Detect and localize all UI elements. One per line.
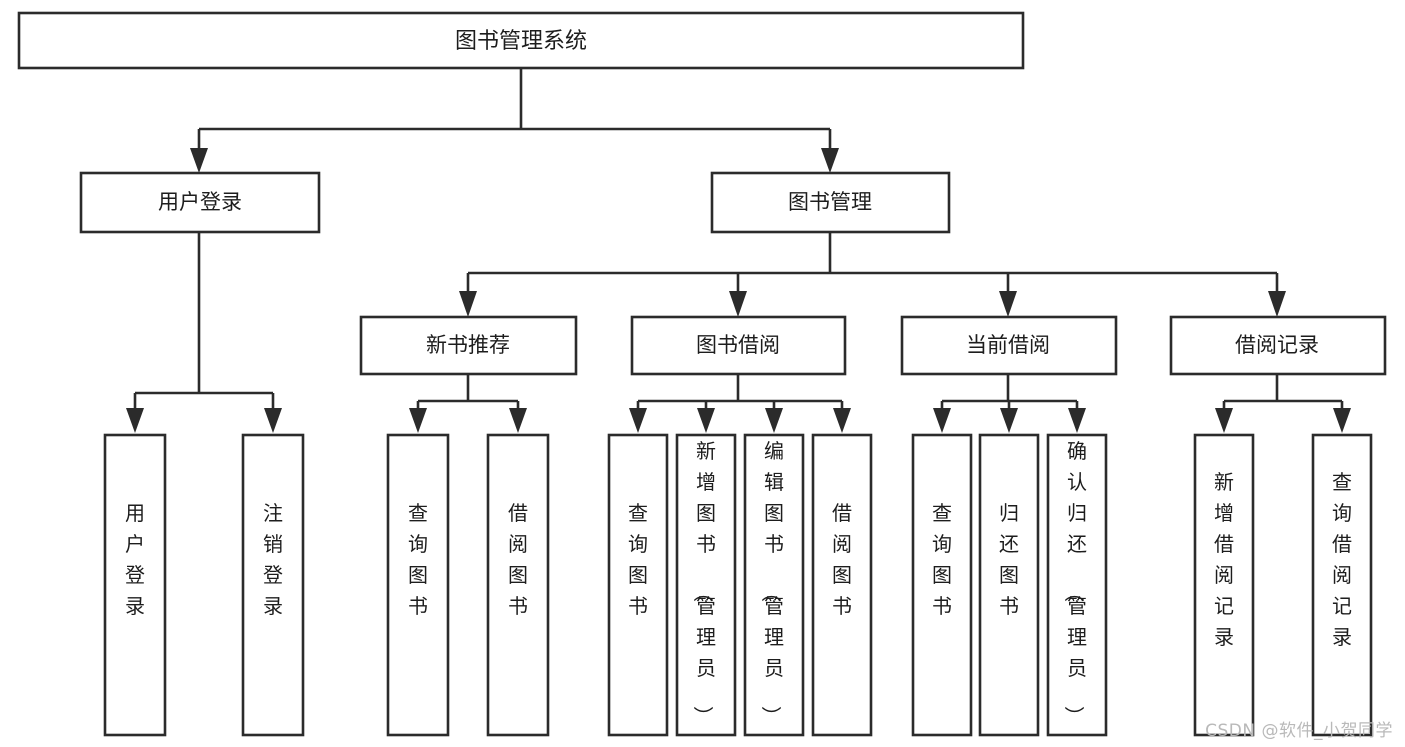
node-leaf-user-login-box[interactable] <box>103 433 167 737</box>
arrow-head-book-borrow <box>729 291 747 317</box>
node-current-borrow-box[interactable] <box>900 315 1118 376</box>
node-leaf-query-record-box[interactable] <box>1311 433 1373 737</box>
node-borrow-record[interactable]: 借阅记录 <box>1169 315 1387 376</box>
arrow-head-leaf-user-login <box>126 408 144 433</box>
arrow-head-leaf-logout <box>264 408 282 433</box>
node-leaf-edit-book[interactable]: 编辑图书（管理员） <box>743 433 805 737</box>
node-leaf-return-book[interactable]: 归还图书 <box>978 433 1040 737</box>
node-leaf-logout-box[interactable] <box>241 433 305 737</box>
node-leaf-query-book-3[interactable]: 查询图书 <box>911 433 973 737</box>
node-user-login-label: 用户登录 <box>158 190 242 214</box>
arrow-head-leaf-borrow-book-1 <box>509 408 527 433</box>
node-book-manage[interactable]: 图书管理 <box>710 171 951 234</box>
csdn-watermark: CSDN @软件_小贺同学 <box>1205 721 1393 741</box>
node-borrow-record-label: 借阅记录 <box>1235 333 1319 357</box>
node-new-book-rec[interactable]: 新书推荐 <box>359 315 578 376</box>
node-leaf-logout[interactable]: 注销登录 <box>241 433 305 737</box>
arrow-head-leaf-query-book-1 <box>409 408 427 433</box>
node-leaf-borrow-book-1-box[interactable] <box>486 433 550 737</box>
arrow-head-borrow-record <box>1268 291 1286 317</box>
node-leaf-borrow-book-2[interactable]: 借阅图书 <box>811 433 873 737</box>
arrow-head-new-book-rec <box>459 291 477 317</box>
node-leaf-add-record[interactable]: 新增借阅记录 <box>1193 433 1255 737</box>
node-new-book-rec-box[interactable] <box>359 315 578 376</box>
node-user-login-box[interactable] <box>79 171 321 234</box>
arrow-head-leaf-query-book-3 <box>933 408 951 433</box>
node-leaf-query-book-2[interactable]: 查询图书 <box>607 433 669 737</box>
node-book-manage-label: 图书管理 <box>788 190 872 214</box>
node-leaf-return-book-box[interactable] <box>978 433 1040 737</box>
node-book-borrow[interactable]: 图书借阅 <box>630 315 847 376</box>
node-leaf-add-book-box[interactable] <box>675 433 737 737</box>
node-current-borrow[interactable]: 当前借阅 <box>900 315 1118 376</box>
node-book-borrow-box[interactable] <box>630 315 847 376</box>
node-leaf-user-login[interactable]: 用户登录 <box>103 433 167 737</box>
node-leaf-add-record-label: 新增借阅记录 <box>1214 470 1234 649</box>
node-user-login[interactable]: 用户登录 <box>79 171 321 234</box>
arrow-head-leaf-confirm-return <box>1068 408 1086 433</box>
node-leaf-borrow-book-1-label: 借阅图书 <box>508 501 528 618</box>
node-leaf-query-book-3-label: 查询图书 <box>932 501 952 618</box>
arrow-head-leaf-add-book <box>697 408 715 433</box>
node-borrow-record-box[interactable] <box>1169 315 1387 376</box>
node-book-borrow-label: 图书借阅 <box>696 333 780 357</box>
arrow-head-leaf-query-record <box>1333 408 1351 433</box>
node-leaf-add-book[interactable]: 新增图书（管理员） <box>675 433 737 737</box>
node-leaf-logout-label: 注销登录 <box>263 501 283 618</box>
node-leaf-query-book-1-box[interactable] <box>386 433 450 737</box>
node-leaf-query-record-label: 查询借阅记录 <box>1332 470 1352 649</box>
node-leaf-confirm-return-label: 确认归还（管理员） <box>1062 439 1087 726</box>
node-new-book-rec-label: 新书推荐 <box>426 333 510 357</box>
node-leaf-add-book-label: 新增图书（管理员） <box>691 439 716 726</box>
node-leaf-confirm-return-box[interactable] <box>1046 433 1108 737</box>
arrow-head-leaf-borrow-book-2 <box>833 408 851 433</box>
node-root-box[interactable] <box>17 11 1025 70</box>
arrow-head-leaf-add-record <box>1215 408 1233 433</box>
node-root-label: 图书管理系统 <box>455 29 587 54</box>
node-root[interactable]: 图书管理系统 <box>17 11 1025 70</box>
arrow-head-leaf-query-book-2 <box>629 408 647 433</box>
node-leaf-borrow-book-2-box[interactable] <box>811 433 873 737</box>
node-leaf-query-book-2-box[interactable] <box>607 433 669 737</box>
node-leaf-borrow-book-2-label: 借阅图书 <box>832 501 852 618</box>
node-leaf-edit-book-label: 编辑图书（管理员） <box>759 439 784 726</box>
leaf-nodes-layer: 用户登录 注销登录 查询图书 借阅图书 查询图书 新增图书（管理员） <box>103 433 1373 737</box>
node-book-manage-box[interactable] <box>710 171 951 234</box>
node-leaf-confirm-return[interactable]: 确认归还（管理员） <box>1046 433 1108 737</box>
node-leaf-query-book-3-box[interactable] <box>911 433 973 737</box>
arrow-head-user-login <box>190 148 208 173</box>
node-leaf-borrow-book-1[interactable]: 借阅图书 <box>486 433 550 737</box>
arrow-head-current-borrow <box>999 291 1017 317</box>
node-current-borrow-label: 当前借阅 <box>966 333 1050 357</box>
node-leaf-edit-book-box[interactable] <box>743 433 805 737</box>
node-leaf-query-record[interactable]: 查询借阅记录 <box>1311 433 1373 737</box>
connectors-layer <box>126 68 1351 433</box>
arrow-head-leaf-return-book <box>1000 408 1018 433</box>
arrow-head-leaf-edit-book <box>765 408 783 433</box>
node-leaf-return-book-label: 归还图书 <box>999 501 1019 618</box>
arrow-head-book-manage <box>821 148 839 173</box>
node-leaf-user-login-label: 用户登录 <box>125 501 145 618</box>
node-leaf-query-book-1[interactable]: 查询图书 <box>386 433 450 737</box>
node-leaf-query-book-2-label: 查询图书 <box>628 501 648 618</box>
node-leaf-add-record-box[interactable] <box>1193 433 1255 737</box>
node-leaf-query-book-1-label: 查询图书 <box>408 501 428 618</box>
